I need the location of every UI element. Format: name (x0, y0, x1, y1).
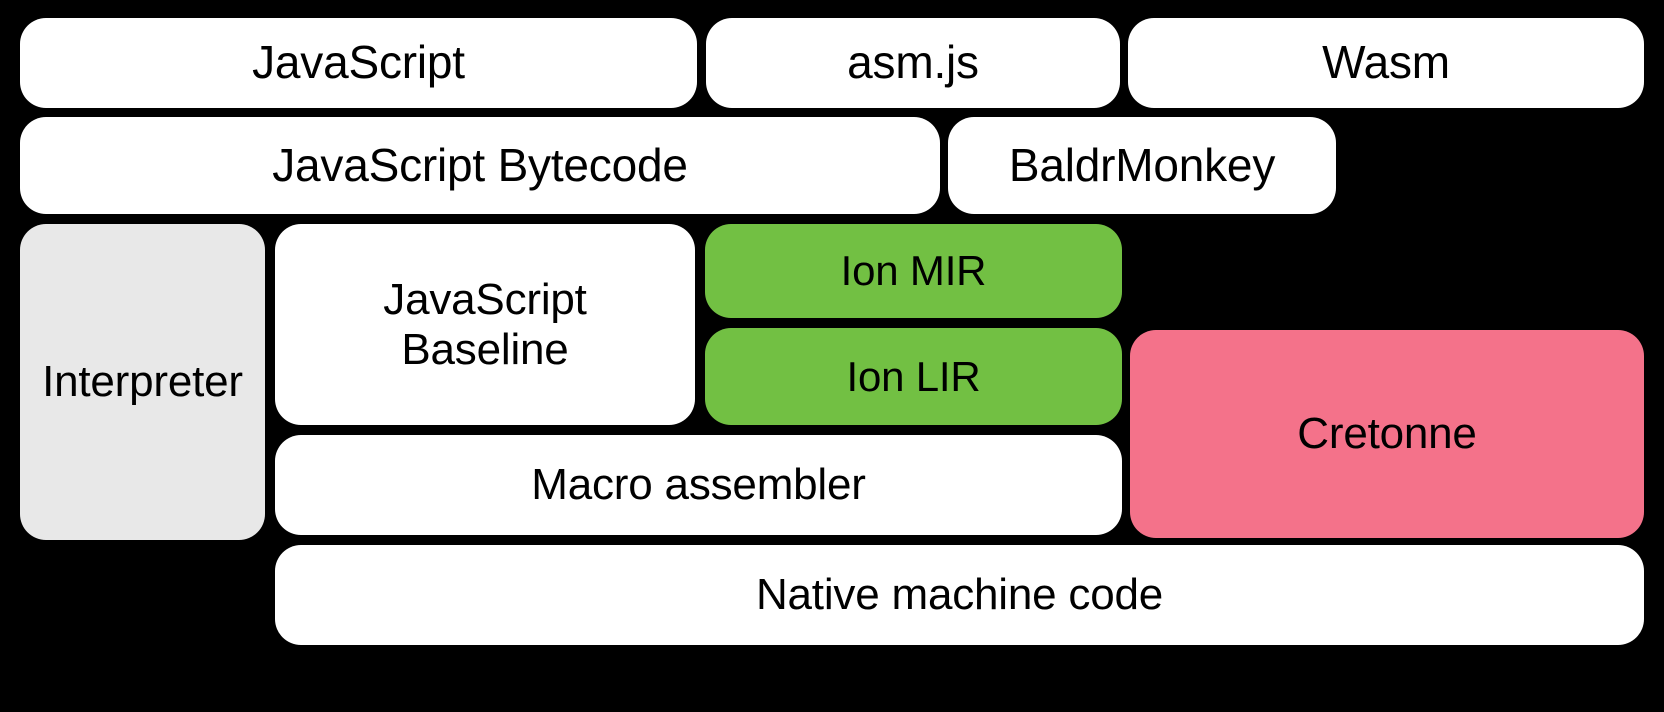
node-baldrmonkey: BaldrMonkey (948, 117, 1336, 214)
node-javascript: JavaScript (20, 18, 697, 108)
node-javascript-bytecode: JavaScript Bytecode (20, 117, 940, 214)
node-asm-js: asm.js (706, 18, 1120, 108)
node-macro-assembler: Macro assembler (275, 435, 1122, 535)
node-native-machine-code: Native machine code (275, 545, 1644, 645)
node-ion-lir: Ion LIR (705, 328, 1122, 425)
node-interpreter: Interpreter (20, 224, 265, 540)
node-ion-mir: Ion MIR (705, 224, 1122, 318)
node-javascript-baseline: JavaScript Baseline (275, 224, 695, 425)
node-cretonne: Cretonne (1130, 330, 1644, 538)
node-wasm: Wasm (1128, 18, 1644, 108)
